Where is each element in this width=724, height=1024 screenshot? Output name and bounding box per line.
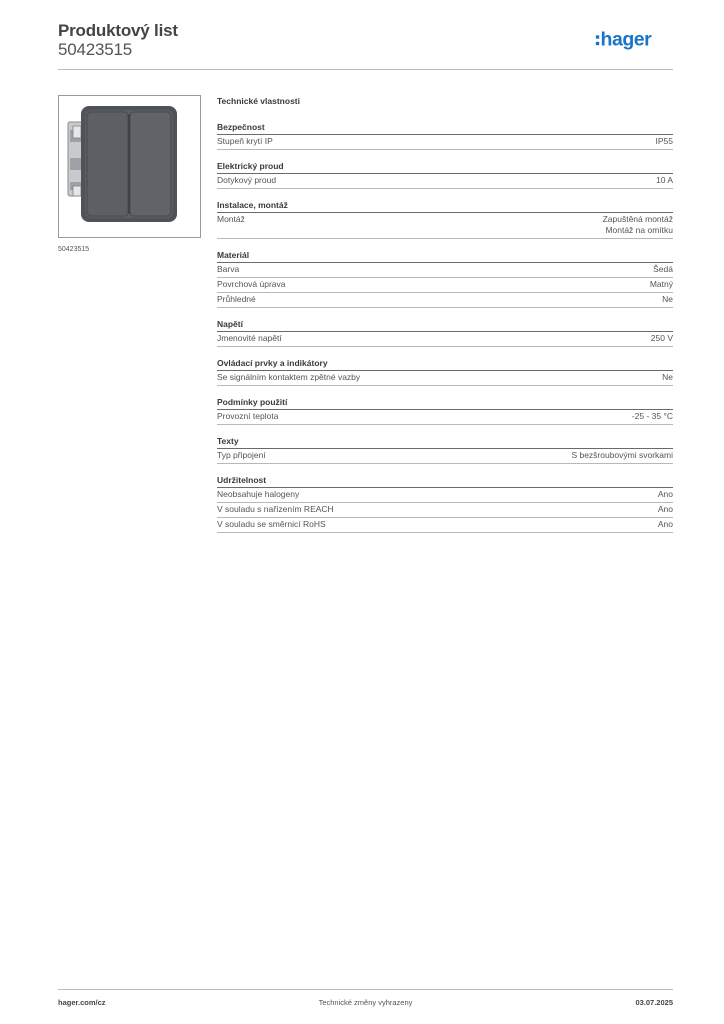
- spec-row: Provozní teplota -25 - 35 °C: [217, 410, 673, 425]
- footer-divider: [58, 989, 673, 990]
- spec-section-title: Instalace, montáž: [217, 199, 673, 213]
- footer-notice: Technické změny vyhrazeny: [318, 998, 413, 1007]
- spec-section-title: Materiál: [217, 249, 673, 263]
- spec-label: Stupeň krytí IP: [217, 136, 273, 146]
- spec-label: V souladu se směrnicí RoHS: [217, 519, 326, 529]
- spec-value: 10 A: [655, 175, 673, 185]
- specs-heading: Technické vlastnosti: [217, 96, 300, 106]
- spec-value: Ano: [657, 519, 673, 529]
- spec-value: Ne: [662, 372, 673, 382]
- spec-label: Povrchová úprava: [217, 279, 286, 289]
- brand-wordmark: hager: [601, 29, 653, 51]
- document-header: Produktový list 50423515 hager: [58, 22, 673, 70]
- spec-section-title: Podmínky použití: [217, 396, 673, 410]
- page-title: Produktový list: [58, 21, 178, 40]
- spec-row: V souladu se směrnicí RoHS Ano: [217, 518, 673, 533]
- spec-label: Neobsahuje halogeny: [217, 489, 300, 499]
- spec-section-title: Napětí: [217, 318, 673, 332]
- spec-label: Dotykový proud: [217, 175, 277, 185]
- spec-label: Se signálním kontaktem zpětné vazby: [217, 372, 361, 382]
- spec-value: IP55: [655, 136, 674, 146]
- spec-label: V souladu s nařízením REACH: [217, 504, 334, 514]
- product-image-frame: [58, 95, 201, 238]
- spec-row: Barva Šedá: [217, 263, 673, 278]
- spec-value: 250 V: [650, 333, 673, 343]
- spec-row: Povrchová úprava Matný: [217, 278, 673, 293]
- spec-label: Typ připojení: [217, 450, 266, 460]
- spec-section-title: Udržitelnost: [217, 474, 673, 488]
- product-image-caption: 50423515: [58, 246, 90, 253]
- spec-row: Jmenovité napětí 250 V: [217, 332, 673, 347]
- spec-row: Průhledné Ne: [217, 293, 673, 308]
- spec-section-sustainability: Udržitelnost Neobsahuje halogeny Ano V s…: [217, 474, 673, 533]
- hager-logo: hager: [595, 29, 653, 51]
- spec-label: Montáž: [217, 214, 245, 224]
- spec-label: Barva: [217, 264, 240, 274]
- spec-label: Provozní teplota: [217, 411, 279, 421]
- spec-value: Ne: [662, 294, 673, 304]
- header-divider: [58, 69, 673, 70]
- spec-row: Stupeň krytí IP IP55: [217, 135, 673, 150]
- spec-row: Typ připojení S bezšroubovými svorkami: [217, 449, 673, 464]
- spec-section-installation: Instalace, montáž Montáž Zapuštěná montá…: [217, 199, 673, 239]
- spec-section-safety: Bezpečnost Stupeň krytí IP IP55: [217, 121, 673, 150]
- spec-section-current: Elektrický proud Dotykový proud 10 A: [217, 160, 673, 189]
- spec-section-conditions: Podmínky použití Provozní teplota -25 - …: [217, 396, 673, 425]
- technical-specs: Technické vlastnosti Bezpečnost Stupeň k…: [217, 96, 673, 543]
- spec-row: Montáž Zapuštěná montáž Montáž na omítku: [217, 213, 673, 239]
- spec-value: Ano: [657, 504, 673, 514]
- spec-value: Ano: [657, 489, 673, 499]
- spec-row: Neobsahuje halogeny Ano: [217, 488, 673, 503]
- footer-website-link[interactable]: hager.com/cz: [58, 998, 106, 1007]
- spec-row: V souladu s nařízením REACH Ano: [217, 503, 673, 518]
- spec-section-title: Bezpečnost: [217, 121, 673, 135]
- spec-value: S bezšroubovými svorkami: [571, 450, 673, 460]
- spec-section-controls: Ovládací prvky a indikátory Se signálním…: [217, 357, 673, 386]
- spec-value: -25 - 35 °C: [631, 411, 673, 421]
- spec-label: Jmenovité napětí: [217, 333, 282, 343]
- spec-row: Se signálním kontaktem zpětné vazby Ne: [217, 371, 673, 386]
- spec-section-title: Elektrický proud: [217, 160, 673, 174]
- spec-value: Šedá: [653, 264, 673, 274]
- product-image: [67, 106, 177, 222]
- product-number: 50423515: [58, 40, 133, 59]
- spec-value: Zapuštěná montáž Montáž na omítku: [602, 214, 673, 235]
- spec-label: Průhledné: [217, 294, 256, 304]
- spec-section-title: Ovládací prvky a indikátory: [217, 357, 673, 371]
- spec-section-voltage: Napětí Jmenovité napětí 250 V: [217, 318, 673, 347]
- footer-date: 03.07.2025: [635, 998, 673, 1007]
- document-footer: hager.com/cz Technické změny vyhrazeny 0…: [58, 998, 673, 1010]
- spec-section-material: Materiál Barva Šedá Povrchová úprava Mat…: [217, 249, 673, 308]
- spec-value: Matný: [649, 279, 673, 289]
- spec-section-title: Texty: [217, 435, 673, 449]
- spec-row: Dotykový proud 10 A: [217, 174, 673, 189]
- spec-section-texts: Texty Typ připojení S bezšroubovými svor…: [217, 435, 673, 464]
